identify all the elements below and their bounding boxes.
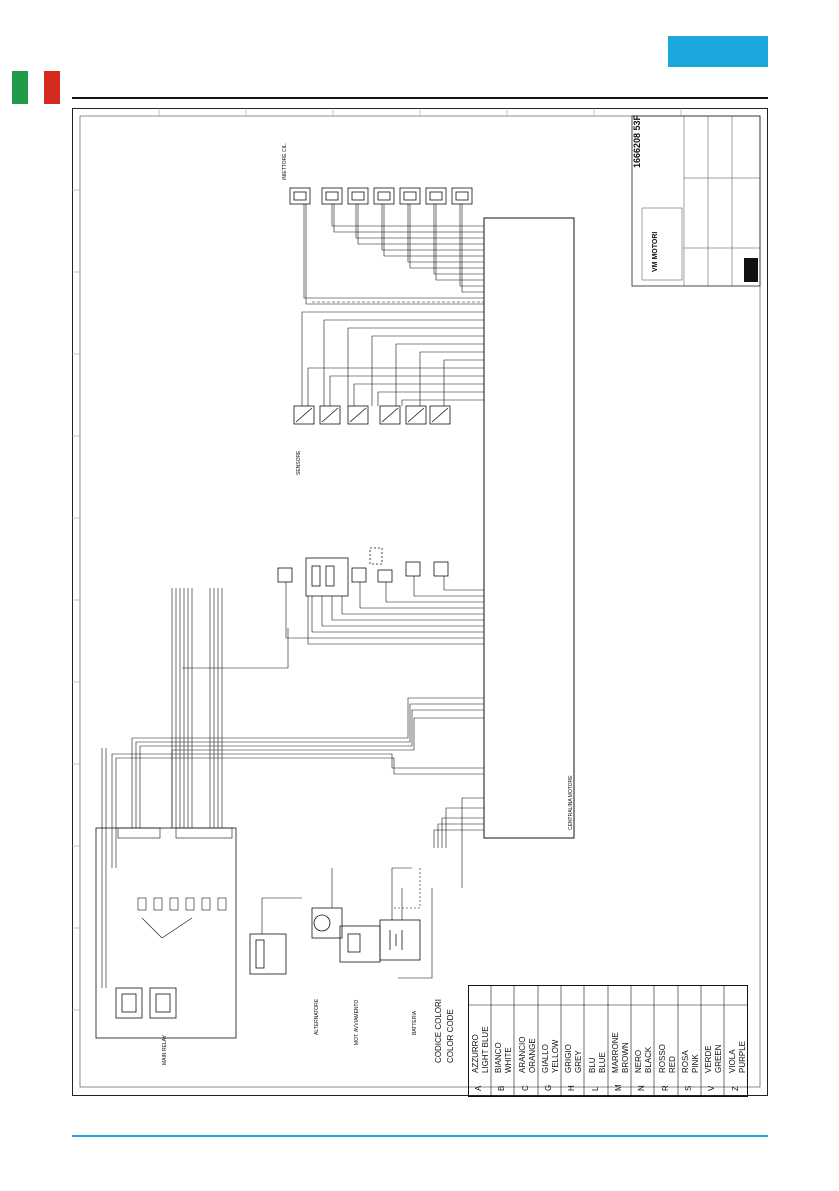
color-code-letter: N xyxy=(637,1085,647,1091)
ecu-label: CENTRALINA MOTORE xyxy=(568,775,574,830)
color-code-name-it: ROSA xyxy=(680,1050,690,1073)
color-code-name-it: VERDE xyxy=(704,1045,714,1073)
color-code-name-it: BLU xyxy=(587,1057,597,1073)
footer-rule xyxy=(72,1135,768,1137)
color-code-letter: M xyxy=(613,1084,623,1091)
color-code-name-it: AZZURRO xyxy=(471,1034,480,1073)
starter-label: MOT. AVVIAMENTO xyxy=(354,999,360,1045)
flag-white-stripe xyxy=(28,71,44,104)
color-code-letter: A xyxy=(474,1085,483,1091)
header-tab xyxy=(668,36,768,67)
color-code-letter: B xyxy=(497,1085,507,1091)
title-block xyxy=(631,115,761,287)
color-code-letter: L xyxy=(590,1086,600,1091)
color-code-name-en: ORANGE xyxy=(527,1038,537,1073)
injector-connectors xyxy=(289,187,473,205)
color-code-title-it: CODICE COLORI xyxy=(434,998,443,1063)
color-code-name-en: BLACK xyxy=(644,1046,654,1073)
color-code-title-en: COLOR CODE xyxy=(446,1009,455,1063)
color-code-letter: H xyxy=(567,1085,577,1091)
flag-red-stripe xyxy=(44,71,60,104)
color-code-name-en: WHITE xyxy=(504,1047,514,1073)
lower-sensor-group xyxy=(277,547,449,597)
color-code-name-it: ROSSO xyxy=(657,1044,667,1073)
color-code-title: CODICE COLORI COLOR CODE xyxy=(432,985,462,1097)
color-code-name-it: MARRONE xyxy=(610,1032,620,1073)
color-code-name-en: GREY xyxy=(574,1050,584,1073)
color-code-name-en: YELLOW xyxy=(550,1039,560,1073)
drawing-number: 1666208 53F xyxy=(632,114,642,168)
color-code-name-en: RED xyxy=(667,1056,677,1073)
wiring-diagram xyxy=(72,108,768,1096)
injector-label: INIETTORE CIL. xyxy=(282,142,288,180)
color-code-name-en: GREEN xyxy=(714,1044,724,1073)
color-code-name-en: PINK xyxy=(690,1054,700,1073)
color-code-letter: G xyxy=(543,1084,553,1091)
color-code-name-en: LIGHT BLUE xyxy=(481,1026,490,1073)
relay-box xyxy=(95,827,237,1039)
alternator-label: ALTERNATORE xyxy=(314,998,320,1035)
brand-label: VM MOTORI xyxy=(652,231,659,272)
color-code-name-it: NERO xyxy=(634,1049,644,1073)
color-code-name-it: VIOLA xyxy=(727,1049,737,1073)
color-code-name-it: GRIGIO xyxy=(564,1044,574,1073)
color-code-letter: R xyxy=(660,1085,670,1091)
color-code-name-it: GIALLO xyxy=(540,1044,550,1073)
flag-green-stripe xyxy=(12,71,28,104)
color-code-name-en: BLUE xyxy=(597,1052,607,1073)
power-components xyxy=(249,907,421,975)
color-code-table xyxy=(468,985,748,1097)
color-code-letter: V xyxy=(707,1085,717,1091)
header-rule xyxy=(72,97,768,99)
color-code-name-en: PURPLE xyxy=(737,1040,747,1073)
color-code-name-it: ARANCIO xyxy=(517,1036,527,1073)
sensor-label: SENSORE xyxy=(296,450,302,475)
color-code-letter: C xyxy=(520,1085,530,1091)
color-code-letter: Z xyxy=(730,1086,740,1091)
italian-flag-icon xyxy=(12,71,60,104)
color-code-letter: S xyxy=(683,1085,693,1091)
sensor-connectors xyxy=(293,405,451,425)
color-code-name-en: BROWN xyxy=(620,1042,630,1073)
color-code-name-it: BIANCO xyxy=(494,1042,504,1073)
relay-connectors xyxy=(115,987,177,1019)
main-relay-label: MAIN RELAY xyxy=(162,1035,168,1065)
ecu-block xyxy=(483,217,575,839)
battery-label: BATTERIA xyxy=(412,1010,418,1035)
